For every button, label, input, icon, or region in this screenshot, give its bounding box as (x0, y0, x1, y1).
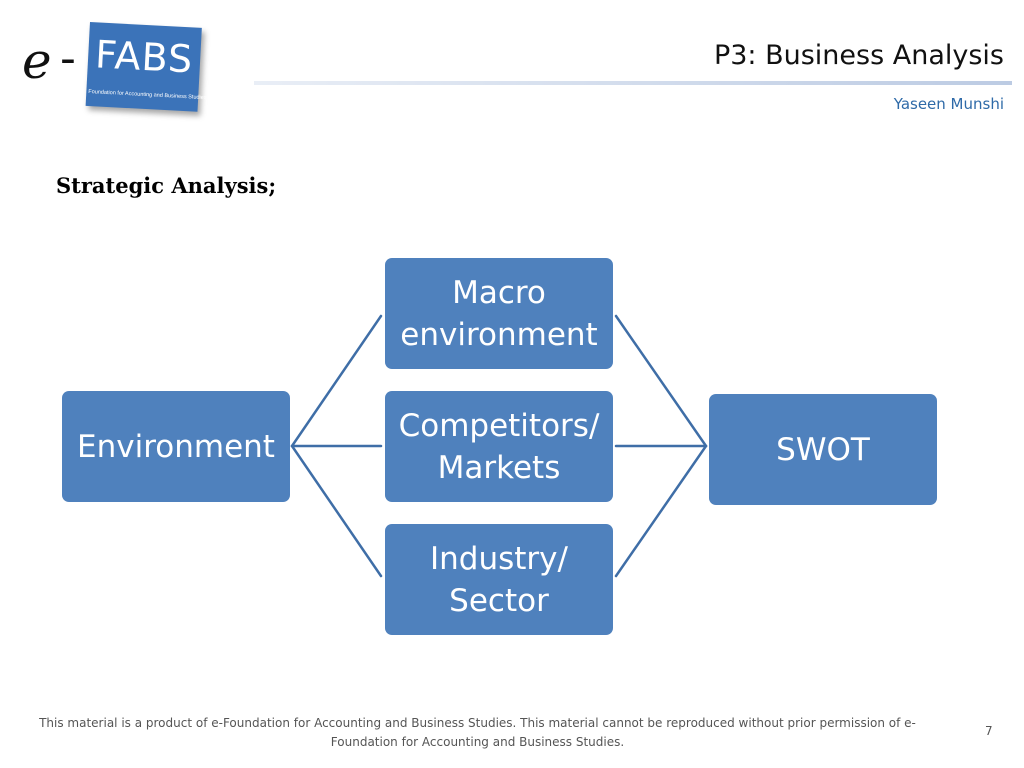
connector-industry-swot (614, 444, 708, 578)
connector-macro-swot (614, 314, 708, 448)
author-name: Yaseen Munshi (893, 95, 1004, 113)
page-title: P3: Business Analysis (713, 40, 1004, 71)
node-macro-environment-label: Macro environment (400, 274, 598, 353)
node-industry-sector: Industry/ Sector (385, 524, 613, 635)
logo-e-letter: e (22, 32, 52, 90)
logo-dash: - (60, 33, 76, 84)
node-competitors-markets: Competitors/ Markets (385, 391, 613, 502)
node-swot-label: SWOT (776, 431, 870, 468)
connector-environment-industry (290, 444, 383, 578)
header-divider (254, 81, 1012, 85)
node-swot: SWOT (709, 394, 937, 505)
node-competitors-markets-label: Competitors/ Markets (398, 407, 600, 486)
connector-environment-macro (290, 314, 383, 448)
node-macro-environment: Macro environment (385, 258, 613, 369)
page-number: 7 (985, 724, 993, 738)
footer-copyright: This material is a product of e-Foundati… (39, 716, 916, 749)
node-industry-sector-label: Industry/ Sector (430, 540, 568, 619)
node-environment: Environment (62, 391, 290, 502)
section-heading: Strategic Analysis; (56, 173, 277, 198)
node-environment-label: Environment (77, 428, 275, 465)
